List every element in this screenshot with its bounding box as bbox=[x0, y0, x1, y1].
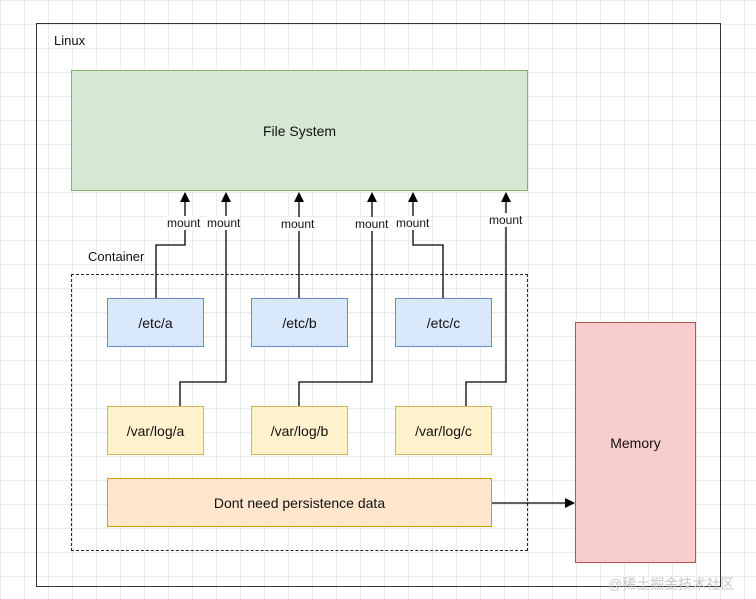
connector-varlog-a bbox=[179, 192, 231, 406]
mount-label-varlog-c: mount bbox=[489, 213, 523, 227]
no-persistence-label: Dont need persistence data bbox=[213, 494, 386, 511]
varlog-c-box: /var/log/c bbox=[395, 406, 492, 455]
etc-a-label: /etc/a bbox=[138, 314, 173, 331]
mount-label-varlog-b: mount bbox=[355, 217, 389, 231]
etc-b-label: /etc/b bbox=[282, 314, 317, 331]
linux-label: Linux bbox=[54, 33, 86, 48]
memory-label: Memory bbox=[610, 434, 661, 451]
linux-frame bbox=[36, 23, 721, 587]
mount-label-etc-a: mount bbox=[167, 216, 201, 230]
memory-box: Memory bbox=[575, 322, 696, 563]
connector-etc-a bbox=[155, 192, 190, 298]
mount-label-etc-b: mount bbox=[281, 217, 315, 231]
varlog-c-label: /var/log/c bbox=[415, 422, 472, 439]
etc-c-box: /etc/c bbox=[395, 298, 492, 347]
varlog-a-label: /var/log/a bbox=[126, 422, 185, 439]
file-system-box: File System bbox=[71, 70, 528, 191]
mount-label-varlog-a: mount bbox=[207, 216, 241, 230]
etc-c-label: /etc/c bbox=[426, 314, 461, 331]
etc-a-box: /etc/a bbox=[107, 298, 204, 347]
etc-b-box: /etc/b bbox=[251, 298, 348, 347]
watermark: @稀土掘金技术社区 bbox=[608, 576, 735, 592]
varlog-b-label: /var/log/b bbox=[270, 422, 329, 439]
connector-etc-c bbox=[408, 192, 444, 298]
container-label: Container bbox=[88, 249, 145, 264]
varlog-a-box: /var/log/a bbox=[107, 406, 204, 455]
connector-varlog-c bbox=[465, 192, 511, 406]
mount-label-etc-c: mount bbox=[396, 216, 430, 230]
connector-varlog-b bbox=[298, 192, 377, 406]
file-system-label: File System bbox=[262, 122, 337, 139]
no-persistence-box: Dont need persistence data bbox=[107, 478, 492, 527]
varlog-b-box: /var/log/b bbox=[251, 406, 348, 455]
